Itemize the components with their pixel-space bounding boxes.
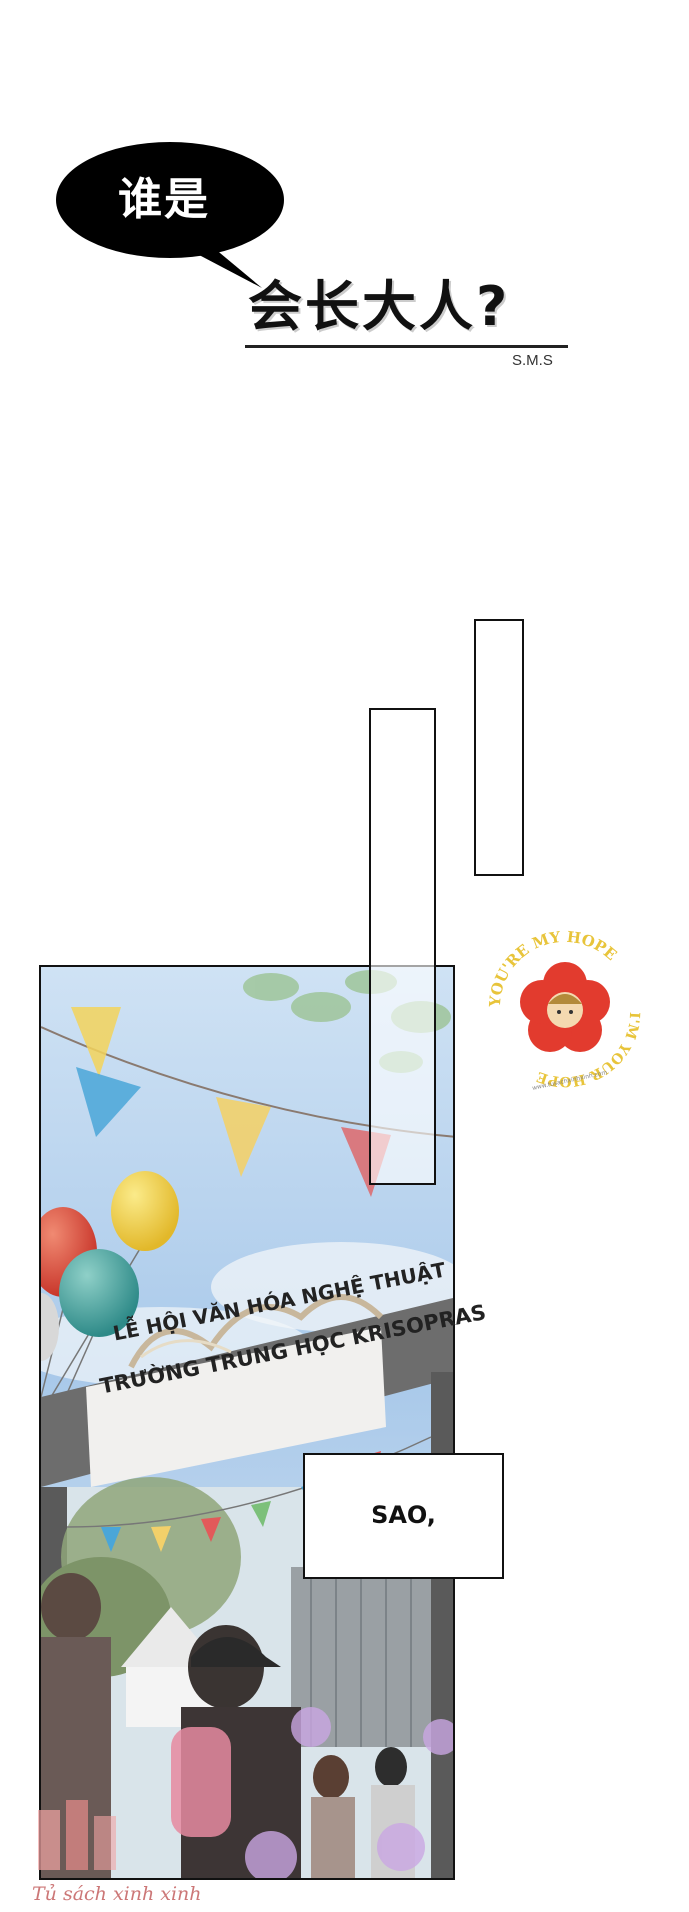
dialogue-box: SAO,: [303, 1453, 504, 1579]
dialogue-text: SAO,: [371, 1501, 436, 1529]
hope-stamp-logo: YOU'RE MY HOPE I'M YOUR HOPE www.tusachx…: [486, 928, 642, 1092]
site-watermark-text: Tủ sách xinh xinh: [32, 1883, 202, 1905]
page-title: 会长大人?: [248, 275, 511, 338]
empty-caption-box: [474, 619, 524, 876]
bubble-text: 谁是: [118, 174, 210, 225]
empty-caption-box-overlay: [369, 708, 436, 1185]
title-credit: S.M.S: [512, 352, 553, 369]
speech-bubble-black: [56, 142, 284, 288]
site-logo-mark: [38, 1800, 116, 1870]
title-underline: [245, 345, 568, 348]
